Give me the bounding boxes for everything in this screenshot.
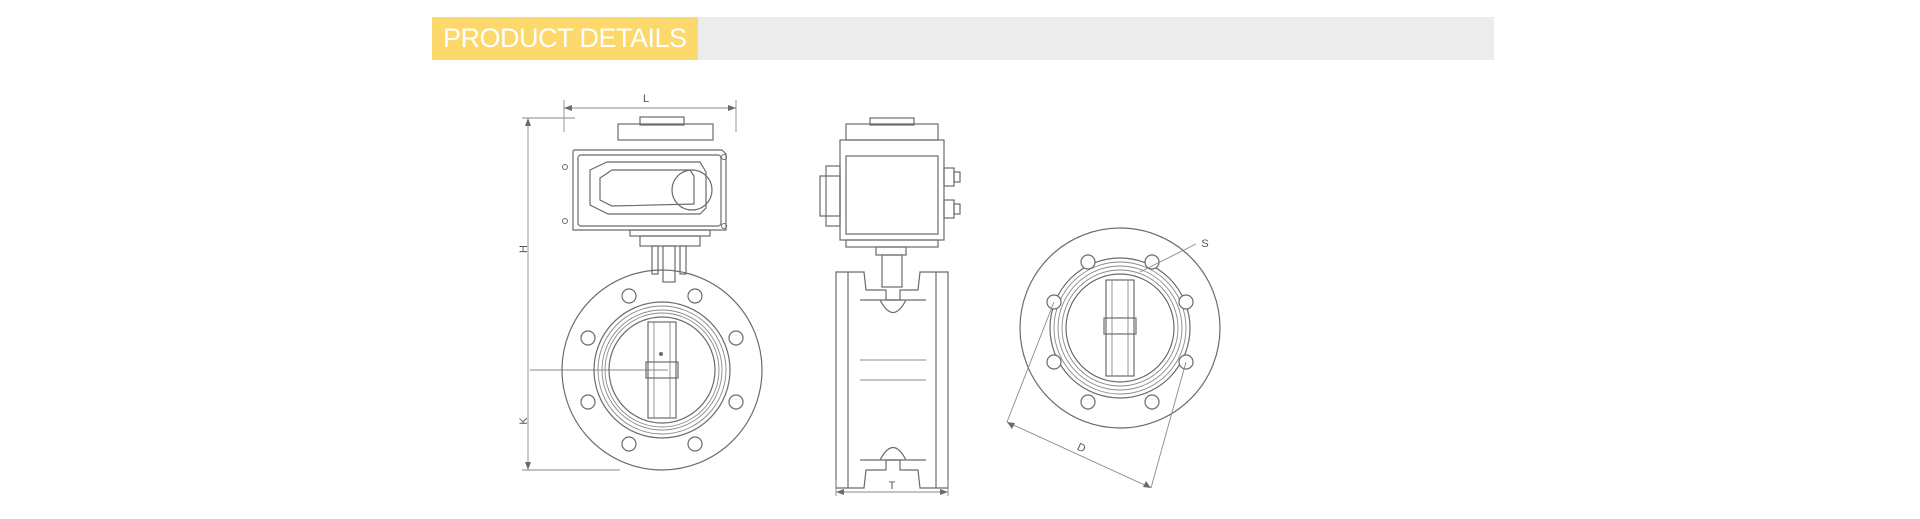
- side-view: T: [819, 117, 961, 496]
- section-header: PRODUCT DETAILS: [432, 17, 1494, 60]
- dim-label-D: D: [1075, 441, 1087, 455]
- dim-label-L: L: [643, 93, 649, 105]
- front-view: L H K: [518, 93, 763, 471]
- dim-label-K: K: [518, 417, 530, 425]
- flange-face-view: S D: [1006, 227, 1221, 489]
- dim-label-T: T: [889, 480, 896, 492]
- dim-label-H: H: [518, 245, 530, 253]
- dim-label-S: S: [1201, 238, 1208, 250]
- section-title: PRODUCT DETAILS: [432, 17, 698, 60]
